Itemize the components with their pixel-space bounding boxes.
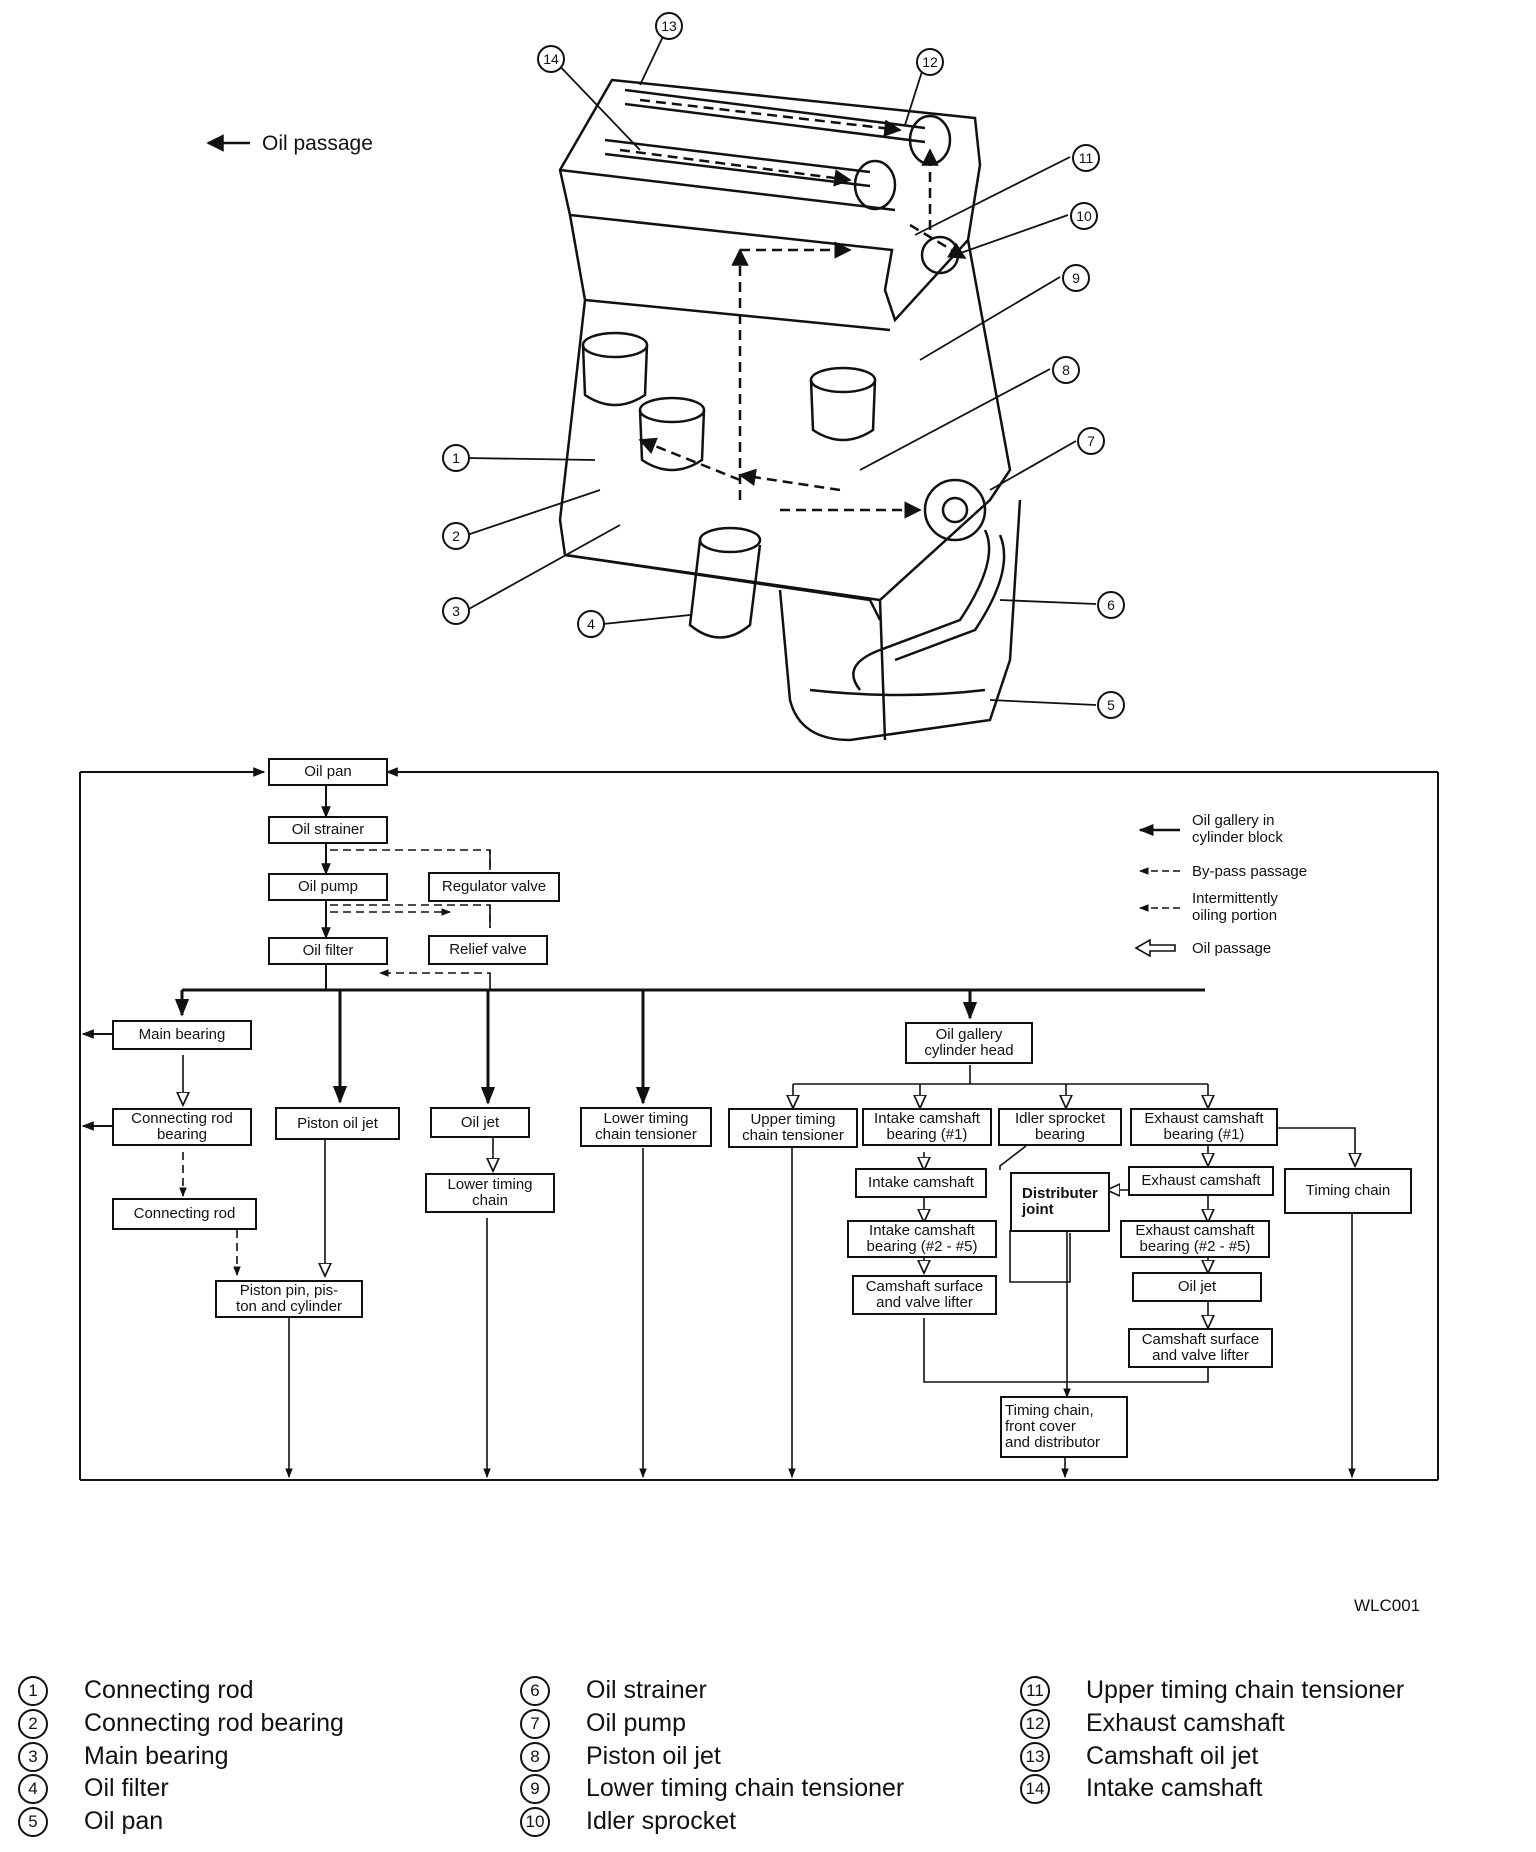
box-regulator-valve: Regulator valve <box>428 872 560 902</box>
callout-14: 14 <box>537 45 565 73</box>
box-exhaust-cam-bearing-1: Exhaust camshaft bearing (#1) <box>1130 1108 1278 1146</box>
box-oil-filter: Oil filter <box>268 937 388 965</box>
box-connecting-rod-bearing: Connecting rod bearing <box>112 1108 252 1146</box>
callout-3: 3 <box>442 597 470 625</box>
box-lower-timing-chain: Lower timing chain <box>425 1173 555 1213</box>
box-relief-valve: Relief valve <box>428 935 548 965</box>
callout-5: 5 <box>1097 691 1125 719</box>
box-oil-strainer: Oil strainer <box>268 816 388 844</box>
box-connecting-rod: Connecting rod <box>112 1198 257 1230</box>
box-cam-surface-intake: Camshaft surface and valve lifter <box>852 1275 997 1315</box>
callout-1: 1 <box>442 444 470 472</box>
legend-bypass: By-pass passage <box>1192 863 1308 880</box>
box-timing-chain-front-cover: Timing chain, front cover and distributo… <box>1000 1396 1128 1458</box>
box-intake-cam-bearing-2-5: Intake camshaft bearing (#2 - #5) <box>847 1220 997 1258</box>
figure-code: WLC001 <box>1354 1596 1421 1615</box>
callout-6: 6 <box>1097 591 1125 619</box>
box-exhaust-cam-bearing-2-5: Exhaust camshaft bearing (#2 - #5) <box>1120 1220 1270 1258</box>
callout-11: 11 <box>1072 144 1100 172</box>
box-idler-sprocket-bearing: Idler sprocket bearing <box>998 1108 1122 1146</box>
box-oil-jet-exhaust: Oil jet <box>1132 1272 1262 1302</box>
box-exhaust-camshaft: Exhaust camshaft <box>1128 1166 1274 1196</box>
box-upper-timing-chain-tensioner: Upper timing chain tensioner <box>728 1108 858 1148</box>
oil-passage-legend: Oil passage <box>262 132 373 155</box>
callout-4: 4 <box>577 610 605 638</box>
box-piston-pin: Piston pin, pis- ton and cylinder <box>215 1280 363 1318</box>
box-piston-oil-jet: Piston oil jet <box>275 1107 400 1140</box>
callout-2: 2 <box>442 522 470 550</box>
engine-illustration <box>206 25 1097 742</box>
callout-7: 7 <box>1077 427 1105 455</box>
box-oil-jet: Oil jet <box>430 1107 530 1138</box>
box-cam-surface-exhaust: Camshaft surface and valve lifter <box>1128 1328 1273 1368</box>
box-distributer-joint: Distributer joint <box>1010 1172 1110 1232</box>
box-oil-gallery-head: Oil gallery cylinder head <box>905 1022 1033 1064</box>
box-timing-chain: Timing chain <box>1284 1168 1412 1214</box>
box-intake-cam-bearing-1: Intake camshaft bearing (#1) <box>862 1108 992 1146</box>
callout-10: 10 <box>1070 202 1098 230</box>
callout-8: 8 <box>1052 356 1080 384</box>
callout-9: 9 <box>1062 264 1090 292</box>
box-intake-camshaft: Intake camshaft <box>855 1168 987 1198</box>
legend-intermittent: Intermittently oiling portion <box>1192 890 1278 924</box>
box-lower-timing-chain-tensioner: Lower timing chain tensioner <box>580 1107 712 1147</box>
legend-passage: Oil passage <box>1192 940 1272 957</box>
box-oil-pump: Oil pump <box>268 873 388 901</box>
callout-12: 12 <box>916 48 944 76</box>
box-oil-pan: Oil pan <box>268 758 388 786</box>
callout-13: 13 <box>655 12 683 40</box>
legend-gallery: Oil gallery in cylinder block <box>1192 812 1283 846</box>
box-main-bearing: Main bearing <box>112 1020 252 1050</box>
